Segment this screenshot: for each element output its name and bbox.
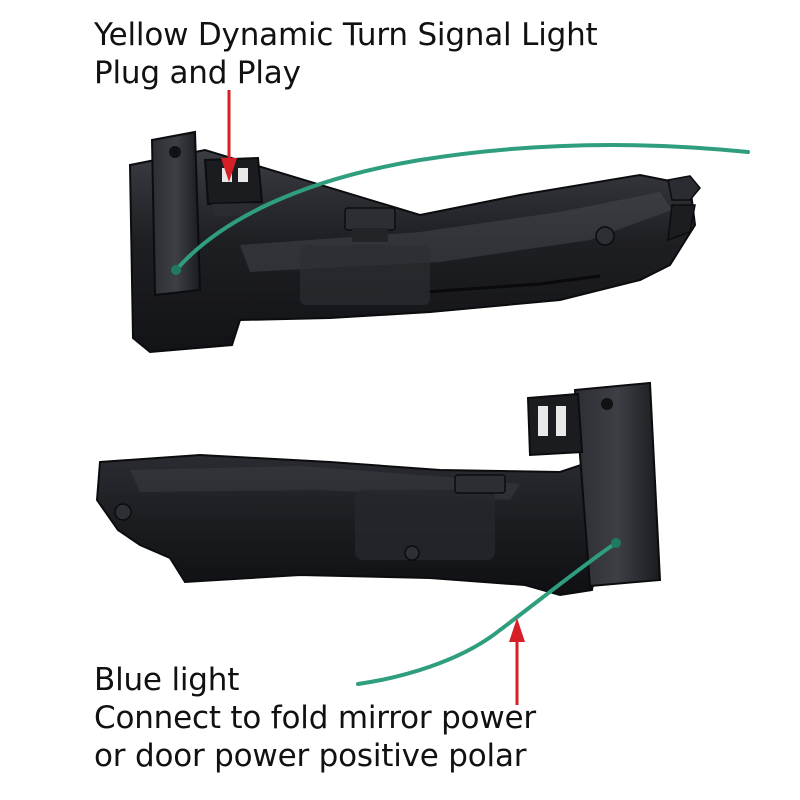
upper-end-tabs <box>667 175 701 242</box>
upper-housing-groove <box>424 274 601 294</box>
lower-turn-signal-housing <box>95 381 662 597</box>
top-caption-line-2: Plug and Play <box>94 55 301 91</box>
lower-mount-hole-1 <box>114 503 132 521</box>
bottom-caption-line-3: or door power positive polar <box>94 738 527 774</box>
lower-housing-clip <box>454 474 506 494</box>
bottom-caption-line-2: Connect to fold mirror power <box>94 700 536 736</box>
lower-green-wire <box>356 541 618 686</box>
lower-housing-recess <box>355 490 495 560</box>
lower-arrow-icon <box>509 618 525 705</box>
bottom-caption-line-1: Blue light <box>94 662 240 698</box>
top-caption-line-1: Yellow Dynamic Turn Signal Light <box>94 17 598 53</box>
upper-arrow-icon <box>221 90 237 182</box>
upper-green-wire <box>174 143 750 272</box>
upper-mount-hole <box>595 226 615 246</box>
bottom-caption: Blue light Connect to fold mirror power … <box>94 661 536 775</box>
lower-connector-pin-hole <box>601 398 613 410</box>
upper-connector-block <box>150 130 202 297</box>
top-caption: Yellow Dynamic Turn Signal Light Plug an… <box>94 16 598 92</box>
upper-wire-entry <box>171 265 181 275</box>
lower-mount-hole-2 <box>404 545 420 561</box>
upper-turn-signal-housing <box>128 130 701 354</box>
upper-housing-clip <box>344 207 396 242</box>
upper-housing-recess <box>300 245 430 305</box>
upper-connector-pin-hole <box>169 146 181 158</box>
lower-connector-block <box>573 381 662 588</box>
lower-wire-entry <box>611 538 621 548</box>
lower-plug <box>526 392 584 457</box>
